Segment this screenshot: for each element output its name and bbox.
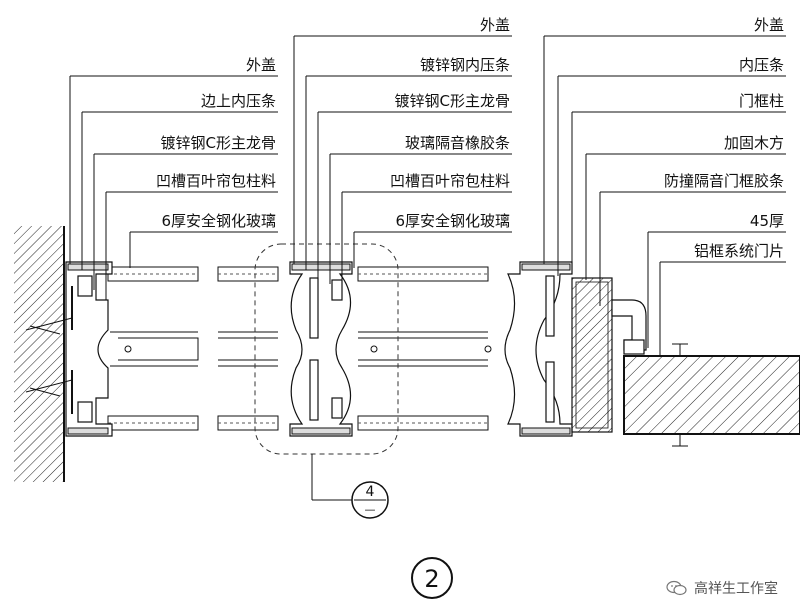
label-outer-cover-right: 外盖: [754, 16, 784, 34]
label-blind-cladding-left: 凹槽百叶帘包柱料: [156, 172, 276, 190]
leaders-middle: [293, 35, 512, 290]
label-outer-cover-left: 外盖: [246, 56, 276, 74]
left-wall: [14, 226, 65, 482]
label-c-keel-left: 镀锌钢C形主龙骨: [161, 134, 276, 152]
blind-channels: [110, 331, 492, 367]
label-blind-cladding-mid: 凹槽百叶帘包柱料: [390, 172, 510, 190]
drawing-number-mark: 2: [411, 557, 453, 599]
watermark: 高祥生工作室: [666, 578, 778, 598]
drawing-number: 2: [424, 565, 439, 593]
label-thickness: 45厚: [750, 212, 784, 230]
detail-number: 4: [366, 484, 375, 500]
left-profile: [25, 261, 113, 437]
label-rubber-strip: 玻璃隔音橡胶条: [405, 134, 510, 152]
label-edge-inner-bead: 边上内压条: [201, 92, 276, 110]
detail-callout: 4 —: [311, 454, 389, 519]
labels-middle: 外盖 镀锌钢内压条 镀锌钢C形主龙骨 玻璃隔音橡胶条 凹槽百叶帘包柱料 6厚安全…: [390, 16, 510, 230]
label-door-gasket: 防撞隔音门框胶条: [664, 172, 784, 190]
label-glass-mid: 6厚安全钢化玻璃: [395, 212, 510, 230]
label-door-leaf: 铝框系统门片: [694, 242, 784, 260]
wechat-icon: [666, 580, 687, 596]
label-c-keel-mid: 镀锌钢C形主龙骨: [395, 92, 510, 110]
watermark-text: 高祥生工作室: [694, 581, 778, 597]
glass-panes: [107, 266, 489, 431]
label-inner-bead-right: 内压条: [739, 56, 784, 74]
labels-right: 外盖 内压条 门框柱 加固木方 防撞隔音门框胶条 45厚 铝框系统门片: [664, 16, 784, 260]
label-outer-cover-mid: 外盖: [480, 16, 510, 34]
label-door-post: 门框柱: [739, 92, 784, 110]
leaders-left: [69, 75, 278, 300]
labels-left: 外盖 边上内压条 镀锌钢C形主龙骨 凹槽百叶帘包柱料 6厚安全钢化玻璃: [156, 56, 276, 230]
label-inner-bead-mid: 镀锌钢内压条: [420, 56, 510, 74]
label-glass-left: 6厚安全钢化玻璃: [161, 212, 276, 230]
detail-sheet: —: [365, 503, 376, 516]
middle-profile: [254, 243, 399, 455]
right-profile: [504, 261, 800, 447]
leaders-right: [543, 35, 786, 356]
label-wood-reinforcement: 加固木方: [724, 134, 784, 152]
